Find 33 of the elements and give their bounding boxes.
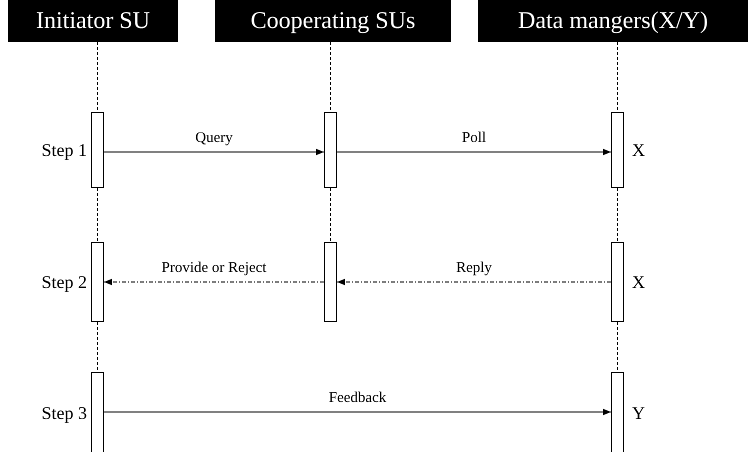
arrow	[104, 148, 324, 156]
activation-bar	[324, 112, 337, 188]
arrow	[104, 408, 612, 416]
edge-label: Provide or Reject	[160, 260, 268, 277]
lifeline	[617, 188, 618, 242]
lifeline	[97, 42, 98, 112]
participant-header: Data mangers(X/Y)	[478, 0, 748, 42]
manager-label: X	[632, 271, 645, 293]
activation-bar	[611, 242, 624, 322]
edge-label: Reply	[454, 260, 494, 277]
participant-header: Initiator SU	[8, 0, 178, 42]
edge-label: Query	[193, 130, 235, 147]
participant-header: Cooperating SUs	[215, 0, 451, 42]
activation-bar	[324, 242, 337, 322]
activation-bar	[611, 112, 624, 188]
lifeline	[617, 322, 618, 372]
lifeline	[330, 188, 331, 242]
step-label: Step 2	[41, 271, 87, 293]
lifeline	[330, 42, 331, 112]
manager-label: X	[632, 139, 645, 161]
lifeline	[617, 42, 618, 112]
activation-bar	[91, 112, 104, 188]
lifeline	[97, 188, 98, 242]
dashed-arrow	[104, 278, 324, 286]
step-label: Step 3	[41, 402, 87, 424]
activation-bar	[91, 242, 104, 322]
lifeline	[97, 322, 98, 372]
dashed-arrow	[336, 278, 612, 286]
step-label: Step 1	[41, 139, 87, 161]
arrow	[336, 148, 612, 156]
activation-bar	[91, 372, 104, 452]
activation-bar	[611, 372, 624, 452]
manager-label: Y	[632, 402, 645, 424]
